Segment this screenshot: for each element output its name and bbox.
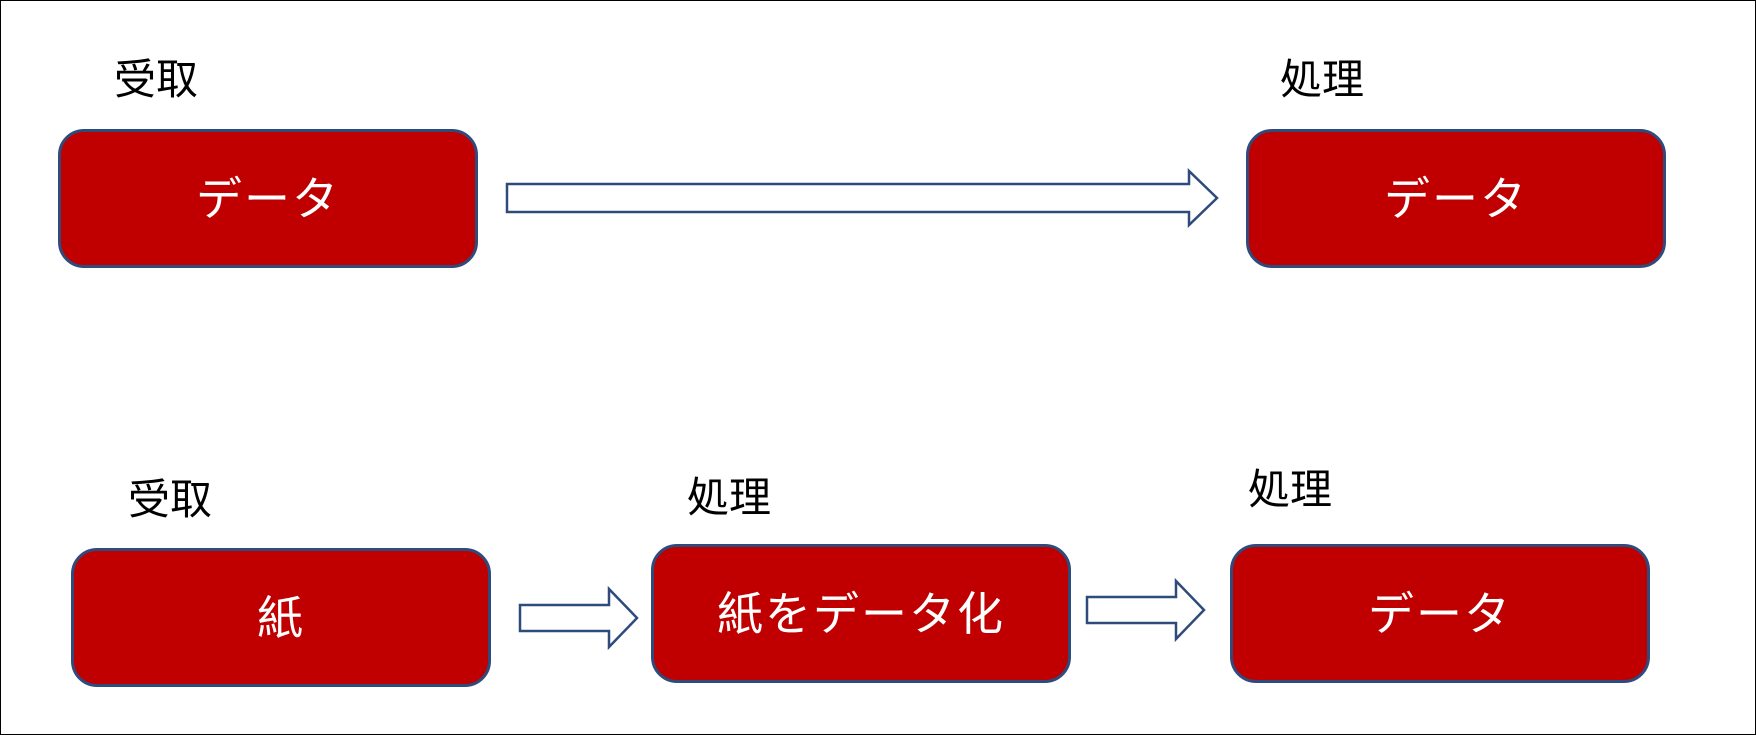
bottom-process-label: 処理 xyxy=(1248,465,1333,514)
top-receive-label: 受取 xyxy=(114,55,199,104)
bottom-receive-label: 受取 xyxy=(128,475,213,524)
bottom-digitize-box-text: 紙をデータ化 xyxy=(717,586,1005,641)
bottom-receive-box-text: 紙 xyxy=(257,590,305,645)
top-process-label: 処理 xyxy=(1280,55,1365,104)
bottom-digitize-box: 紙をデータ化 xyxy=(651,544,1071,683)
top-process-box: データ xyxy=(1246,129,1666,268)
top-receive-box-text: データ xyxy=(196,171,340,226)
bottom-process-box: データ xyxy=(1230,544,1650,683)
bottom-arrow-1-icon xyxy=(518,585,639,651)
bottom-receive-box: 紙 xyxy=(71,548,491,687)
top-long-arrow-icon xyxy=(505,168,1219,228)
bottom-process-box-text: データ xyxy=(1368,586,1512,641)
top-process-box-text: データ xyxy=(1384,171,1528,226)
top-receive-box: データ xyxy=(58,129,478,268)
bottom-arrow-2-icon xyxy=(1085,577,1206,643)
bottom-digitize-label: 処理 xyxy=(687,473,772,522)
